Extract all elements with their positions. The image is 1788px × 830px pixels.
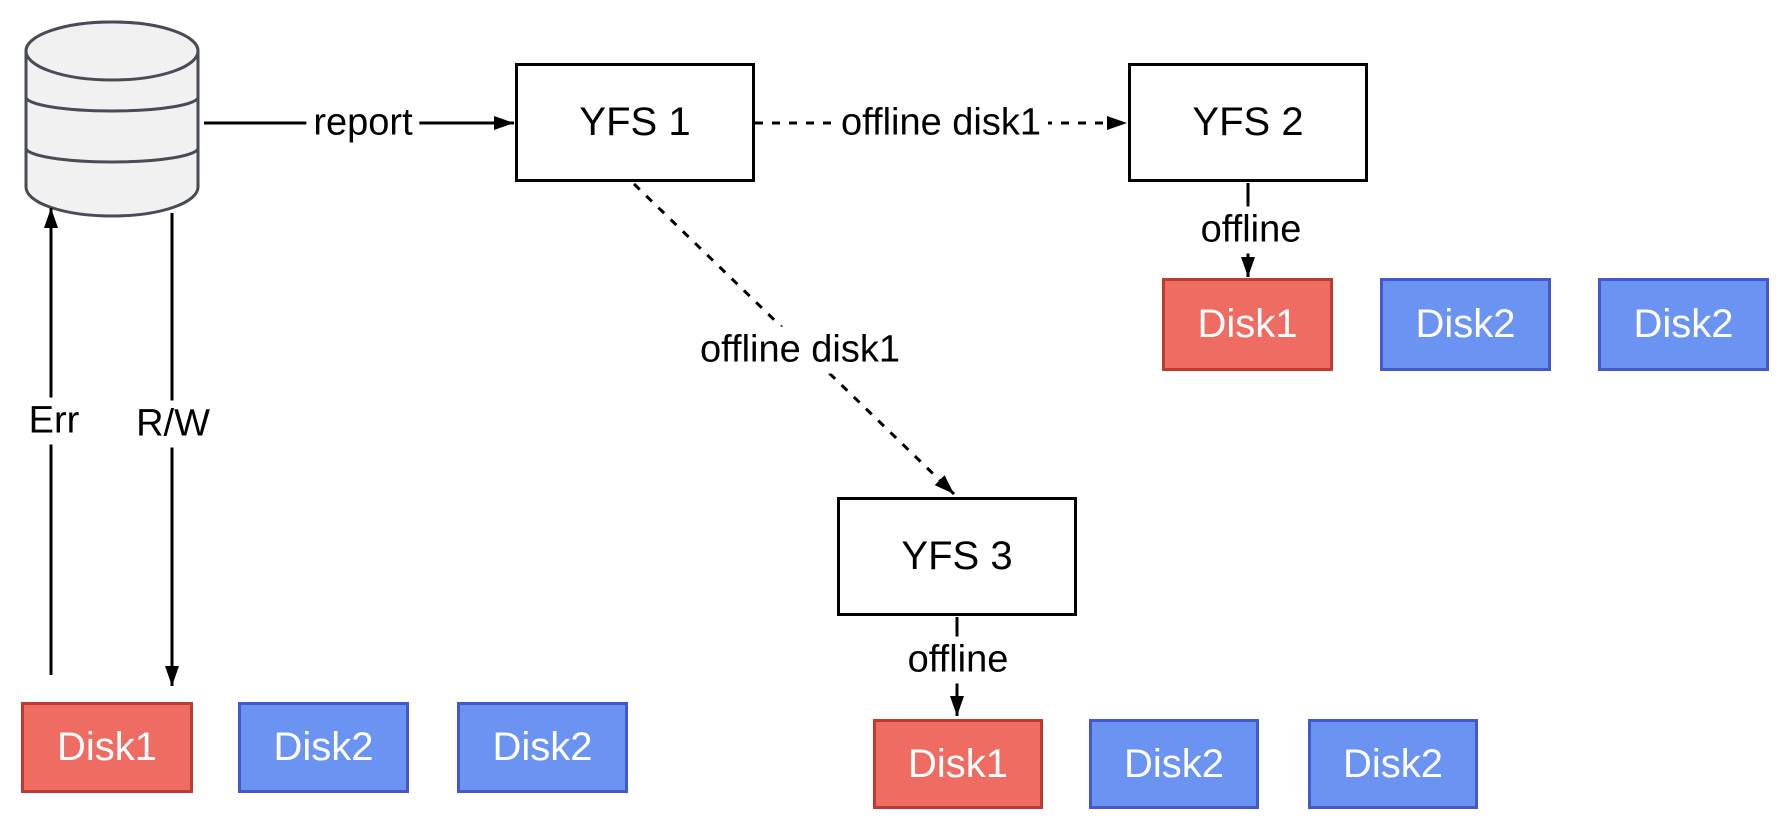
disk-label: Disk2 [1415, 302, 1516, 346]
yfs3-disk1: Disk1 [873, 719, 1043, 809]
disk-label: Disk1 [56, 725, 158, 769]
node-yfs1: YFS 1 [515, 63, 755, 182]
disk-label: Disk1 [1197, 302, 1298, 346]
err-edge-label: Err [21, 397, 87, 445]
node-yfs2-label: YFS 2 [1192, 100, 1304, 144]
yfs3-offline-label: offline [900, 636, 1016, 684]
disk-label: Disk1 [907, 741, 1009, 786]
yfs3-disk2-b: Disk2 [1308, 719, 1478, 809]
disk-label: Disk2 [273, 725, 374, 769]
node-yfs2: YFS 2 [1128, 63, 1368, 182]
database-cylinder-icon [24, 20, 200, 218]
disk-label: Disk2 [492, 725, 593, 769]
yfs2-disk2-b: Disk2 [1598, 278, 1769, 371]
yfs2-offline-label: offline [1193, 206, 1309, 254]
report-edge-label: report [306, 99, 420, 147]
yfs3-disk2-a: Disk2 [1089, 719, 1259, 809]
database-disk2-b: Disk2 [457, 702, 628, 793]
node-yfs3-label: YFS 3 [901, 534, 1013, 578]
yfs2-disk1: Disk1 [1162, 278, 1333, 371]
node-yfs1-label: YFS 1 [579, 100, 691, 144]
disk-label: Disk2 [1123, 741, 1225, 786]
rw-edge-label: R/W [129, 400, 217, 448]
database-disk2-a: Disk2 [238, 702, 409, 793]
node-yfs3: YFS 3 [837, 497, 1077, 616]
yfs2-disk2-a: Disk2 [1380, 278, 1551, 371]
offline-disk1-diagonal-label: offline disk1 [693, 326, 907, 374]
database-disk1: Disk1 [21, 702, 193, 793]
offline-disk1-horizontal-label: offline disk1 [834, 99, 1048, 147]
disk-label: Disk2 [1342, 741, 1444, 786]
disk-label: Disk2 [1633, 302, 1734, 346]
